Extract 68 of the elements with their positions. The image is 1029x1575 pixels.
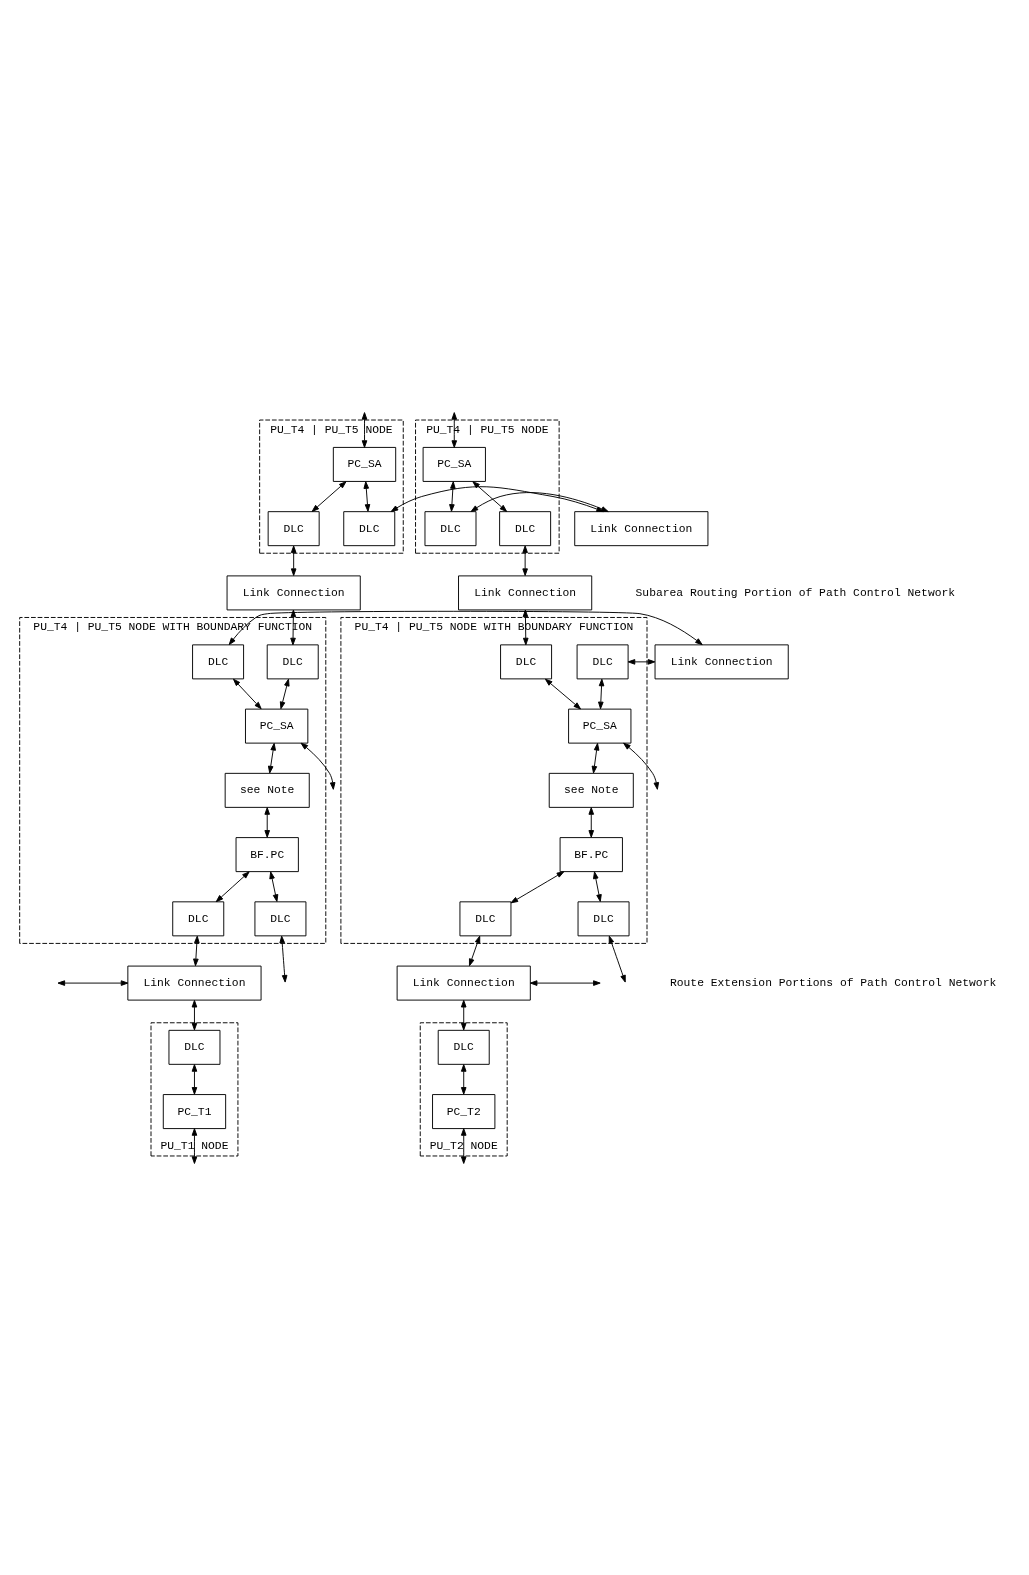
arrow — [290, 609, 297, 645]
node-box: DLC — [266, 643, 319, 679]
node-box: PC_T1 — [162, 1093, 227, 1129]
arrow — [449, 480, 456, 512]
node-box: Link Connection — [458, 574, 593, 610]
arrow — [363, 480, 371, 512]
arrow — [290, 545, 297, 576]
node-box: DLC — [267, 510, 320, 546]
arrow — [300, 742, 336, 790]
arrow — [544, 678, 581, 709]
arrow — [468, 935, 481, 966]
arrow — [529, 979, 601, 986]
arrow — [510, 870, 565, 903]
arrow — [311, 480, 347, 512]
node-box: DLC — [254, 900, 307, 936]
node-box: DLC — [459, 900, 512, 936]
node-box: BF.PC — [559, 836, 623, 872]
node-box: DLC — [500, 643, 553, 679]
node-box: DLC — [168, 1029, 221, 1065]
arrow — [269, 870, 279, 902]
arrow — [522, 545, 528, 576]
arrow — [460, 1127, 467, 1164]
node-box: Link Connection — [574, 510, 709, 546]
arrow — [57, 979, 129, 986]
node-box: PC_T2 — [432, 1093, 496, 1129]
arrow — [588, 806, 595, 838]
node-box: see Note — [224, 772, 310, 808]
node-box: Link Connection — [226, 574, 361, 610]
arrow — [591, 742, 600, 773]
arrow — [264, 806, 270, 838]
arrow — [623, 742, 660, 790]
arrow — [627, 658, 656, 665]
arrow — [593, 870, 602, 902]
arrow — [472, 480, 508, 512]
label: Route Extension Portions of Path Control Network — [669, 976, 997, 989]
arrow — [598, 678, 605, 709]
node-box: PC_SA — [568, 708, 632, 744]
node-box: DLC — [437, 1029, 490, 1065]
node-box: DLC — [343, 510, 396, 546]
arrow — [279, 678, 290, 709]
node-box: PC_SA — [245, 708, 309, 744]
label: Subarea Routing Portion of Path Control Network — [635, 586, 956, 599]
arrow — [279, 935, 288, 983]
arrow — [233, 678, 262, 709]
arrow — [460, 1063, 467, 1095]
node-box: DLC — [499, 510, 552, 546]
node-box: see Note — [548, 772, 634, 808]
node-box: DLC — [576, 643, 629, 679]
arrow — [228, 610, 703, 645]
node-box: BF.PC — [235, 836, 299, 872]
node-box: DLC — [192, 643, 245, 679]
node-box: PC_SA — [422, 446, 486, 482]
node-box: DLC — [172, 900, 225, 936]
arrow — [191, 1063, 198, 1095]
node-box: Link Connection — [127, 965, 262, 1001]
arrow — [191, 1127, 198, 1164]
node-box: Link Connection — [396, 965, 531, 1001]
arrow — [361, 411, 368, 448]
node-box: Link Connection — [654, 643, 789, 679]
arrow — [460, 999, 467, 1030]
node-box: DLC — [424, 510, 477, 546]
arrow — [191, 999, 198, 1030]
arrow — [215, 870, 250, 902]
node-box: DLC — [577, 900, 630, 936]
arrow — [608, 935, 626, 983]
arrow — [267, 742, 276, 773]
node-box: PC_SA — [332, 446, 397, 482]
arrow — [193, 935, 200, 966]
